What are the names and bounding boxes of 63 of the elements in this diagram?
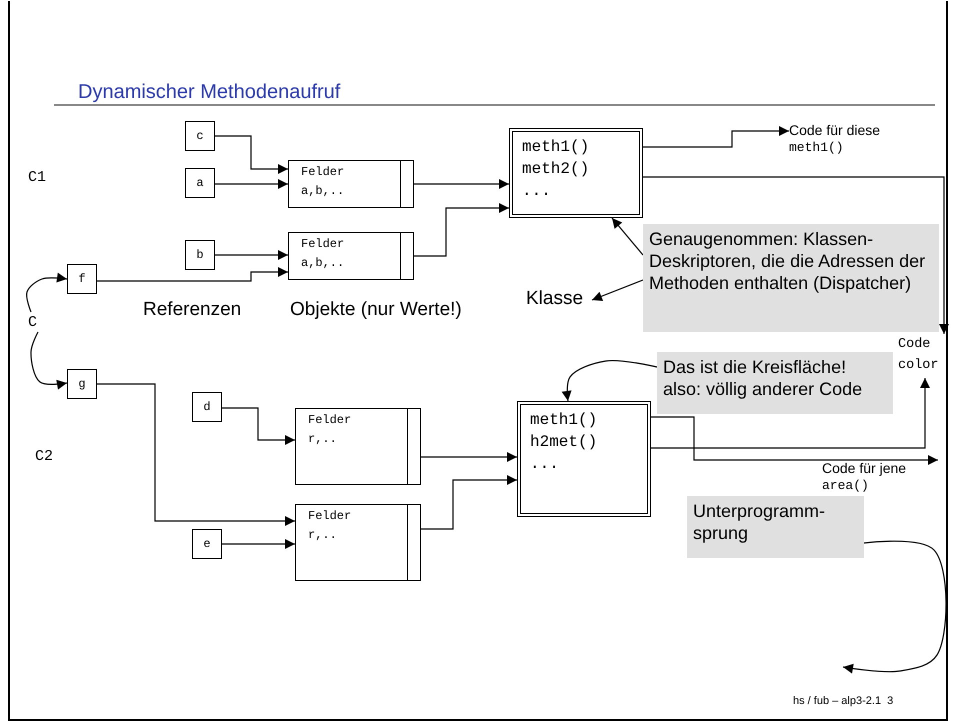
slide-title: Dynamischer Methodenaufruf bbox=[78, 81, 340, 104]
footer-text: hs / fub – alp3-2.1 3 bbox=[793, 695, 894, 707]
field-text: Felder r,.. bbox=[308, 508, 352, 544]
code-caption: Code für diese bbox=[789, 122, 882, 139]
arrow bbox=[222, 539, 295, 549]
reference-box: c bbox=[185, 121, 215, 151]
method-entry: ... bbox=[522, 181, 552, 202]
arrow bbox=[97, 383, 295, 526]
arrow bbox=[215, 250, 288, 260]
arrow bbox=[643, 176, 949, 334]
arrow bbox=[651, 378, 930, 449]
reference-box: f bbox=[67, 264, 97, 294]
reference-box: g bbox=[67, 369, 97, 399]
field-text: Felder a,b,.. bbox=[301, 236, 346, 272]
reference-box: b bbox=[185, 240, 215, 270]
method-entry: meth2() bbox=[522, 159, 590, 180]
object-box bbox=[295, 408, 421, 485]
arrow bbox=[421, 475, 517, 530]
class-label: Klasse bbox=[526, 288, 592, 316]
note-box bbox=[643, 224, 939, 332]
note-box bbox=[687, 496, 864, 558]
arrow bbox=[222, 407, 295, 445]
arrow bbox=[30, 332, 68, 390]
object-box bbox=[288, 160, 414, 208]
arrow bbox=[592, 279, 644, 301]
field-text: Felder a,b,.. bbox=[301, 164, 346, 200]
arrow bbox=[97, 267, 288, 282]
object-box bbox=[295, 504, 421, 581]
arrow bbox=[842, 540, 947, 674]
arrow bbox=[643, 126, 789, 148]
reference-box: a bbox=[185, 168, 215, 198]
arrow bbox=[215, 135, 288, 174]
arrow bbox=[26, 272, 68, 312]
method-name: meth1() bbox=[789, 139, 845, 156]
code-label: C bbox=[28, 312, 50, 332]
note-box bbox=[657, 352, 893, 414]
reference-box: d bbox=[192, 392, 222, 422]
arrow bbox=[612, 218, 644, 256]
method-entry: h2met() bbox=[530, 432, 598, 453]
method-entry: meth1() bbox=[522, 137, 590, 158]
method-entry: ... bbox=[530, 454, 560, 475]
object-box bbox=[288, 232, 414, 280]
class-descriptor-box bbox=[509, 128, 643, 218]
arrow bbox=[651, 416, 938, 465]
arrow bbox=[414, 203, 509, 257]
arrow bbox=[421, 452, 517, 462]
arrow bbox=[562, 360, 658, 402]
note-text: Genaugenommen: Klassen- Deskriptoren, die die Adressen der Methoden enthalten (Dispatcher) bbox=[649, 228, 926, 294]
column-heading: Objekte (nur Werte!) bbox=[290, 299, 462, 321]
arrow bbox=[215, 179, 288, 189]
method-name: area() bbox=[822, 477, 870, 494]
column-heading: Referenzen bbox=[143, 299, 242, 321]
group-label: C2 bbox=[35, 448, 54, 465]
code-label: Code color bbox=[898, 334, 952, 378]
note-text: Unterprogramm- sprung bbox=[693, 500, 826, 544]
method-entry: meth1() bbox=[530, 410, 598, 431]
note-text: Das ist die Kreisfläche! also: völlig anderer Code bbox=[663, 356, 864, 400]
reference-box: e bbox=[192, 529, 222, 559]
group-label: C1 bbox=[28, 169, 46, 186]
field-text: Felder r,.. bbox=[308, 412, 352, 448]
class-descriptor-box bbox=[517, 401, 651, 517]
code-caption: Code für jene bbox=[822, 460, 908, 477]
arrow bbox=[414, 179, 509, 189]
